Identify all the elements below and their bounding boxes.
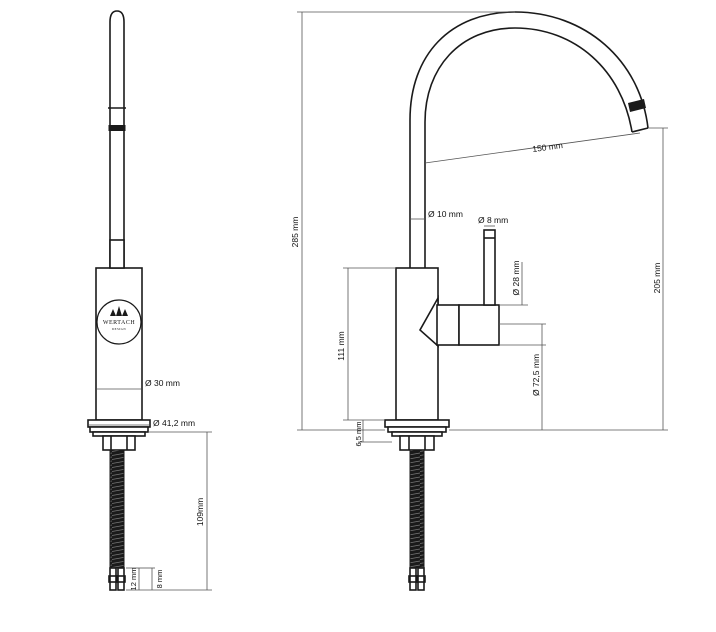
wertach-logo: WERTACH DESIGN — [96, 299, 142, 345]
side-view: WERTACH DESIGN Ø 30 mm Ø 41,2 mm 109mm — [87, 10, 212, 591]
front-lever — [483, 229, 496, 306]
dim-side-thread-small: 12 mm — [129, 568, 138, 591]
dim-side-shank-length: 109mm — [195, 498, 205, 526]
side-spout-tube — [109, 10, 125, 268]
front-hose-left — [409, 567, 417, 591]
side-nut — [102, 435, 136, 451]
side-threaded-shank — [109, 449, 125, 569]
dim-front-base-thickness: 6,5 mm — [354, 421, 363, 446]
dim-front-total-height: 285 mm — [290, 217, 300, 248]
front-handle-cylinder — [458, 304, 500, 346]
front-spout-tip — [631, 127, 649, 133]
dim-front-spout-reach: 150 mm — [532, 140, 564, 154]
front-body — [395, 267, 439, 421]
dim-side-body-diameter: Ø 30 mm — [145, 378, 180, 388]
dim-side-base-diameter: Ø 41,2 mm — [153, 418, 195, 428]
dim-front-base-diameter: Ø 72,5 mm — [531, 354, 541, 396]
side-base-ring — [87, 419, 151, 428]
front-handle-stem — [436, 304, 460, 346]
side-hose-left — [109, 567, 117, 591]
front-hose-right — [417, 567, 425, 591]
logo-brand: WERTACH — [103, 320, 135, 326]
tree-icon — [110, 306, 128, 316]
dim-front-spout-tube: Ø 10 mm — [428, 209, 463, 219]
side-hose-right — [117, 567, 125, 591]
front-gooseneck-inner — [424, 27, 633, 268]
front-view: 285 mm 150 mm Ø 10 mm Ø 8 mm Ø 28 mm Ø 7… — [290, 11, 668, 591]
dim-front-lever-diameter: Ø 8 mm — [478, 215, 508, 225]
dim-front-handle-diameter: Ø 28 mm — [511, 261, 521, 296]
front-base-ring — [384, 419, 450, 428]
front-threaded-shank — [409, 449, 425, 569]
front-gooseneck-outer — [409, 11, 649, 268]
logo-subtitle: DESIGN — [112, 327, 126, 331]
front-aerator-band — [628, 99, 646, 112]
side-aerator — [108, 125, 126, 131]
dim-front-outlet-height: 205 mm — [652, 263, 662, 294]
side-spout-collar — [109, 239, 125, 269]
dim-front-body-height: 111 mm — [336, 331, 346, 360]
dim-side-thread-large: 8 mm — [155, 570, 164, 589]
front-nut — [399, 435, 435, 451]
